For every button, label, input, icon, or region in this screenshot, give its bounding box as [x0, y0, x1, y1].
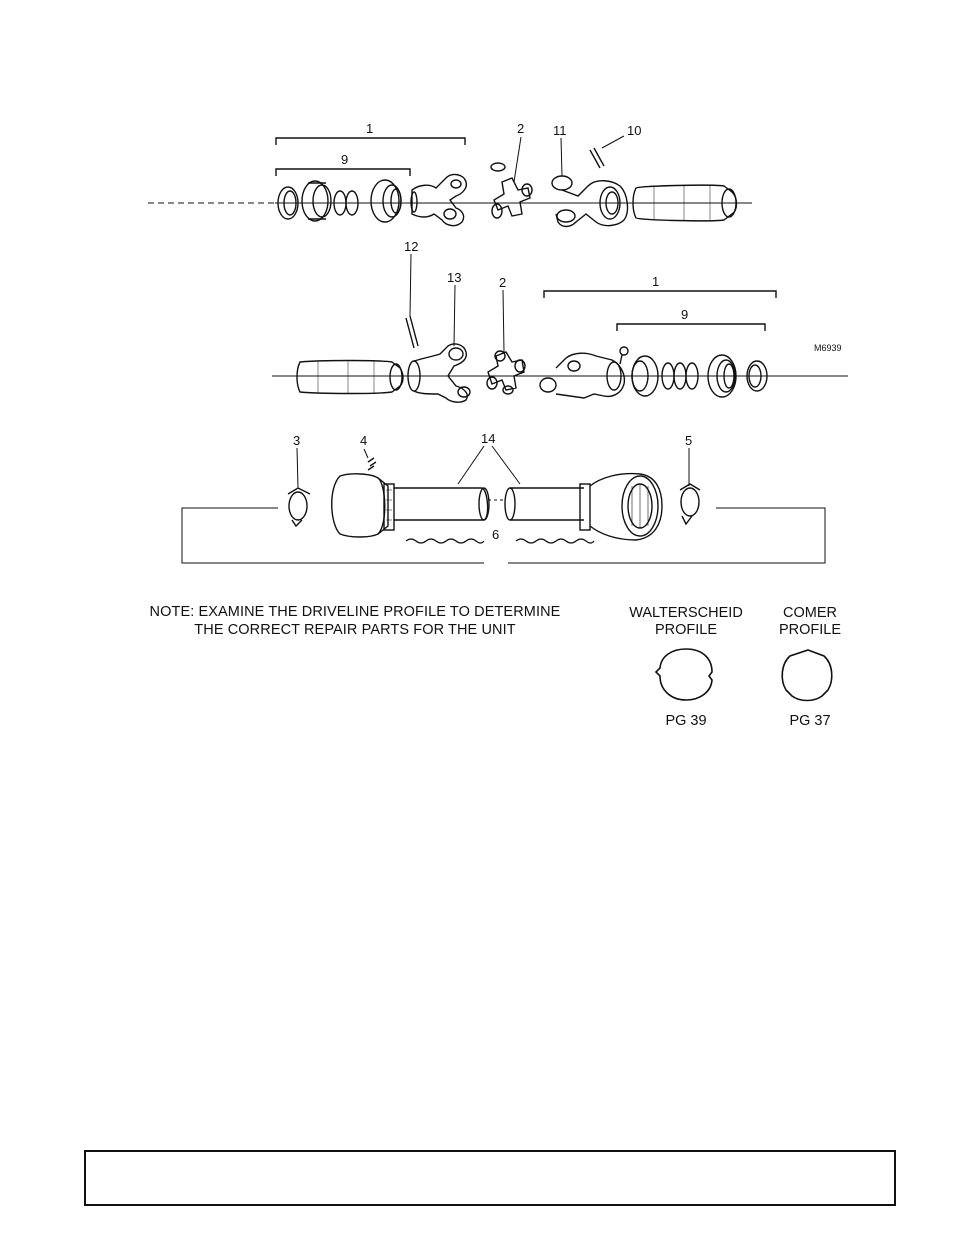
bearing-clamp-left	[288, 488, 310, 526]
callout-top-1: 1	[366, 121, 373, 136]
callout-bot-6: 6	[492, 527, 499, 542]
comer-subtitle: PROFILE	[755, 622, 865, 639]
middle-roll-pin	[406, 316, 418, 348]
bearing-clamp-right	[680, 484, 700, 524]
comer-page-ref: PG 37	[755, 713, 865, 729]
walterscheid-profile-shape	[656, 649, 712, 700]
callout-labels: 1 9 2 11 10 12 13 2 1 9 M6939 3 4 14 5 6	[293, 121, 842, 542]
middle-inner-yoke	[540, 347, 628, 398]
walterscheid-title: WALTERSCHEID	[612, 605, 760, 622]
shield-frame	[182, 508, 825, 563]
top-bearing-ring	[302, 181, 328, 221]
callout-bot-5: 5	[685, 433, 692, 448]
middle-assembly	[272, 291, 848, 402]
callout-bot-3: 3	[293, 433, 300, 448]
comer-title: COMER	[755, 605, 865, 622]
callout-mid-13: 13	[447, 270, 461, 285]
top-bracket-1	[276, 138, 465, 145]
note-line-1: NOTE: EXAMINE THE DRIVELINE PROFILE TO D…	[120, 603, 590, 621]
walterscheid-page-ref: PG 39	[612, 713, 760, 729]
middle-u-joint-cross	[487, 351, 525, 394]
middle-yoke	[408, 344, 470, 402]
callout-bot-14: 14	[481, 431, 495, 446]
walterscheid-subtitle: PROFILE	[612, 622, 760, 639]
drawing-code: M6939	[814, 343, 842, 353]
right-shield-tube	[505, 488, 584, 520]
top-roll-pin	[590, 148, 604, 168]
top-bracket-9	[276, 169, 410, 176]
left-shield-tube	[394, 488, 489, 520]
callout-mid-2: 2	[499, 275, 506, 290]
top-outer-yoke	[411, 175, 466, 226]
callout-bot-4: 4	[360, 433, 367, 448]
safety-chain-left	[406, 539, 484, 543]
callout-top-9: 9	[341, 152, 348, 167]
callout-mid-12: 12	[404, 239, 418, 254]
top-assembly	[148, 138, 752, 227]
shield-screw	[368, 458, 376, 470]
callout-mid-1: 1	[652, 274, 659, 289]
comer-profile-shape	[782, 650, 832, 701]
callout-mid-9: 9	[681, 307, 688, 322]
footer-box	[84, 1150, 896, 1206]
grease-fitting	[620, 347, 628, 355]
comer-profile-heading: COMER PROFILE	[755, 605, 865, 639]
left-shield-cone	[332, 474, 394, 537]
callout-top-10: 10	[627, 123, 641, 138]
middle-bracket-1	[544, 291, 776, 298]
walterscheid-profile-heading: WALTERSCHEID PROFILE	[612, 605, 760, 639]
top-inner-yoke	[552, 176, 627, 227]
middle-bracket-9	[617, 324, 765, 331]
profile-note: NOTE: EXAMINE THE DRIVELINE PROFILE TO D…	[120, 603, 590, 639]
right-shield-cone	[580, 474, 662, 540]
note-line-2: THE CORRECT REPAIR PARTS FOR THE UNIT	[120, 621, 590, 639]
middle-profile-tube	[297, 360, 403, 394]
top-u-joint-cross	[491, 163, 532, 218]
callout-top-11: 11	[553, 123, 567, 138]
bottom-assembly	[182, 458, 825, 563]
safety-chain-right	[516, 539, 594, 543]
callout-top-2: 2	[517, 121, 524, 136]
